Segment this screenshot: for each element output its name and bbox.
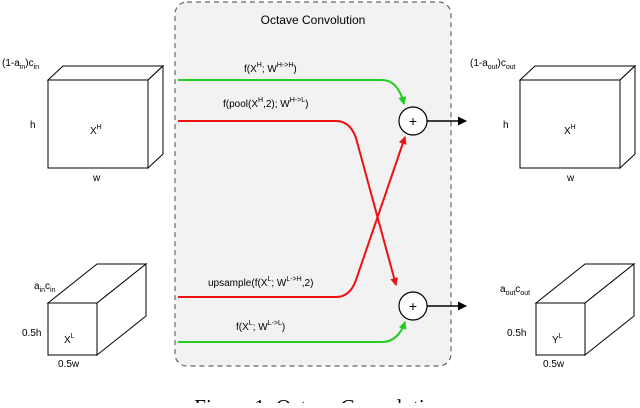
op-label-low-to-low: f(XL; WL->L) xyxy=(236,320,285,333)
output-low-tensor-label: YL xyxy=(552,333,563,346)
input-high-tensor-label: XH xyxy=(90,124,102,137)
output-low-channels: aoutcout xyxy=(500,284,530,297)
output-low-height: 0.5h xyxy=(507,328,526,339)
input-high-width: w xyxy=(92,173,101,184)
input-high-tensor: XH xyxy=(46,64,165,170)
adder-high-symbol: + xyxy=(409,113,417,129)
arrow-low-to-low xyxy=(178,321,407,343)
adder-low: + xyxy=(398,291,428,321)
op-label-high-to-high: f(XH; WH->H) xyxy=(244,62,297,75)
figure-caption: Figure 1: Octave Convolution xyxy=(194,395,446,403)
op-label-low-to-high: upsample(f(XL; WL->H,2) xyxy=(208,276,313,289)
output-high-height: h xyxy=(503,120,509,131)
output-low-width: 0.5w xyxy=(543,359,565,370)
output-low-tensor: YL xyxy=(534,262,636,357)
input-low-channels: aincin xyxy=(34,281,56,294)
output-high-tensor: XH xyxy=(518,64,637,170)
adder-high: + xyxy=(398,106,428,136)
op-label-high-to-low: f(pool(XH,2); WH->L) xyxy=(223,97,308,110)
panel-title: Octave Convolution xyxy=(261,13,366,27)
input-low-height: 0.5h xyxy=(22,328,41,339)
input-high-height: h xyxy=(30,120,36,131)
input-low-width: 0.5w xyxy=(58,359,80,370)
octave-panel xyxy=(174,1,452,367)
arrow-low-to-high xyxy=(178,136,407,298)
arrow-high-to-low xyxy=(178,120,399,286)
input-low-tensor-label: XL xyxy=(64,333,75,346)
input-high-channels: (1-ain)cin xyxy=(2,58,39,71)
output-high-channels: (1-aout)cout xyxy=(470,58,516,71)
output-high-tensor-label: XH xyxy=(564,124,576,137)
arrow-high-to-high xyxy=(178,79,407,105)
input-low-tensor: XL xyxy=(46,262,148,357)
adder-low-symbol: + xyxy=(409,298,417,314)
output-high-width: w xyxy=(566,173,575,184)
